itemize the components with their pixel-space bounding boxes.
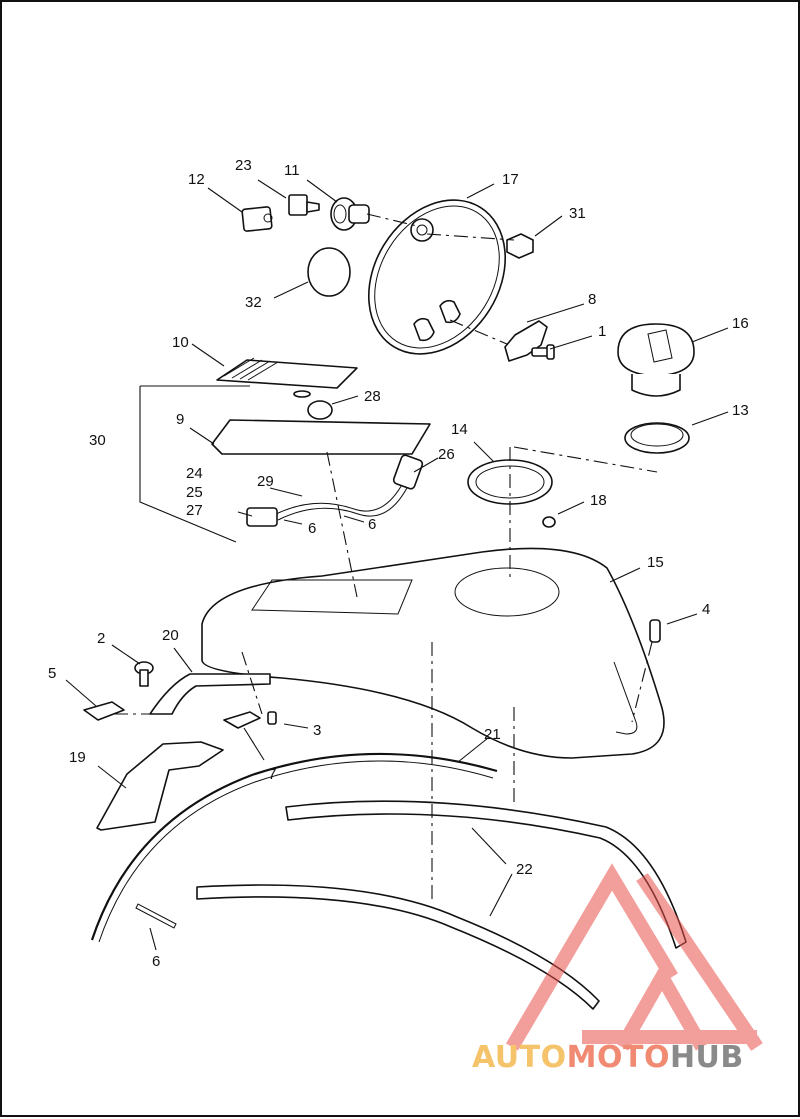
callout-labels: 1 2 3 4 5 6 6 6 7 8 9 10 11 12 13 14 15 …: [48, 157, 749, 970]
part-3-screw: [267, 711, 277, 725]
part-28-clip: [293, 390, 311, 398]
part-31-nut: [506, 233, 534, 259]
callout-3: 3: [313, 722, 321, 739]
part-6-pin: [135, 903, 177, 929]
part-19-bracket: [96, 741, 224, 831]
part-20-strap: [149, 673, 271, 715]
callout-26: 26: [438, 446, 455, 463]
part-13-cap-gasket: [624, 422, 690, 454]
callout-20: 20: [162, 627, 179, 644]
callout-28: 28: [364, 388, 381, 405]
part-15-console: [201, 547, 665, 759]
callout-30: 30: [89, 432, 106, 449]
callout-11: 11: [284, 162, 300, 179]
callout-27: 27: [186, 502, 203, 519]
callout-9: 9: [176, 411, 184, 428]
part-16-fuel-cap: [617, 323, 695, 397]
callout-6c: 6: [152, 953, 160, 970]
part-5-clip-nut: [83, 701, 125, 721]
callout-23: 23: [235, 157, 252, 174]
callout-6a: 6: [308, 520, 316, 537]
callout-18: 18: [590, 492, 607, 509]
part-2-bolt: [134, 661, 154, 687]
callout-1: 1: [598, 323, 606, 340]
callout-6b: 6: [368, 516, 376, 533]
part-18-grommet: [542, 516, 556, 528]
callout-21: 21: [484, 726, 501, 743]
part-21-hose: [90, 752, 498, 941]
part-32-gasket: [307, 247, 351, 297]
callout-12: 12: [188, 171, 205, 188]
callout-4: 4: [702, 601, 710, 618]
watermark-text: AUTOMOTOHUB: [472, 1040, 744, 1075]
callout-14: 14: [451, 421, 468, 438]
callout-13: 13: [732, 402, 749, 419]
callout-31: 31: [569, 205, 586, 222]
callout-7: 7: [268, 766, 276, 783]
part-12-tab: [241, 206, 273, 232]
watermark-part-auto: AUTO: [472, 1040, 567, 1075]
callout-32: 32: [245, 294, 262, 311]
part-8-bracket: [504, 320, 548, 362]
watermark-part-moto: MOTO: [566, 1040, 670, 1075]
callout-30-bracket: [139, 385, 250, 543]
callout-25: 25: [186, 484, 203, 501]
callout-16: 16: [732, 315, 749, 332]
part-23-key-insert: [288, 194, 320, 216]
part-17-mount-plate: [367, 199, 507, 355]
callout-2: 2: [97, 630, 105, 647]
leader-lines: [65, 179, 729, 951]
callout-17: 17: [502, 171, 519, 188]
watermark-logo-icon: [505, 863, 763, 1051]
callout-29: 29: [257, 473, 274, 490]
part-9-console-insert: [211, 419, 431, 455]
part-29-harness: [246, 454, 424, 527]
callout-24: 24: [186, 465, 203, 482]
part-10-trim: [216, 359, 358, 389]
callout-10: 10: [172, 334, 189, 351]
callout-19: 19: [69, 749, 86, 766]
watermark-part-hub: HUB: [669, 1040, 744, 1075]
callout-5: 5: [48, 665, 56, 682]
callout-22: 22: [516, 861, 533, 878]
part-7-bracket: [223, 711, 261, 729]
callout-8: 8: [588, 291, 596, 308]
part-11-switch: [330, 197, 370, 231]
part-4-screw: [649, 619, 661, 643]
callout-15: 15: [647, 554, 664, 571]
